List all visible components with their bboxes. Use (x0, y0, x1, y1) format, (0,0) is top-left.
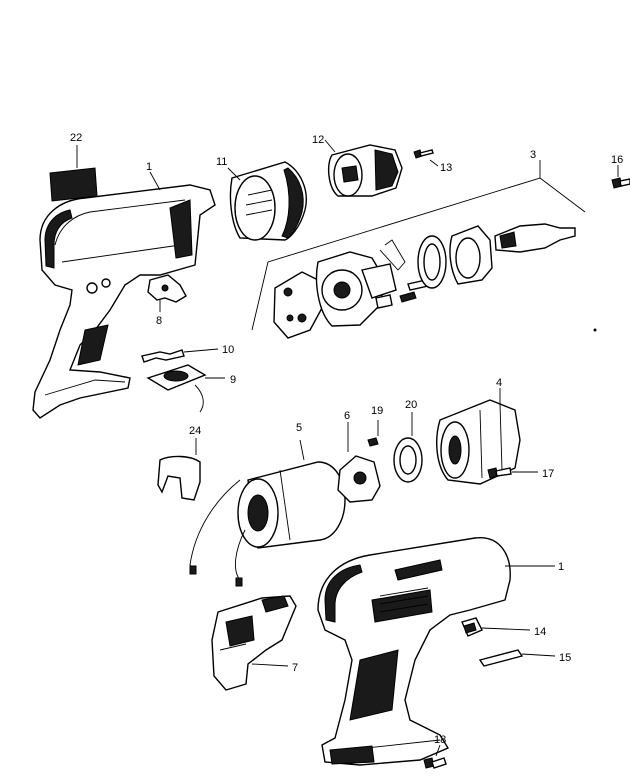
part-1-housing-half-right (317, 537, 555, 766)
callout-24: 24 (189, 425, 201, 437)
callout-1b: 1 (558, 561, 564, 573)
part-16-screw (611, 165, 630, 189)
part-22-label-sticker (49, 145, 98, 202)
part-15-bit-holder (478, 649, 556, 667)
callout-18: 18 (434, 734, 446, 746)
callout-22: 22 (70, 132, 82, 144)
part-13-screw (413, 149, 439, 167)
part-1-housing-half-left (32, 171, 216, 419)
callout-13: 13 (440, 162, 452, 174)
part-12-chuck (324, 139, 403, 197)
part-11-collar (227, 161, 307, 241)
part-14-clip (461, 617, 531, 637)
callout-9: 9 (230, 374, 236, 386)
callout-16: 16 (611, 154, 623, 166)
callout-14: 14 (534, 626, 546, 638)
callout-20: 20 (405, 399, 417, 411)
part-8-bracket (147, 274, 187, 312)
part-20-washer (393, 412, 423, 483)
callout-7: 7 (292, 662, 298, 674)
callout-1: 1 (146, 161, 152, 173)
part-18-screw (423, 744, 447, 769)
part-19-screw (367, 420, 379, 447)
callout-12: 12 (312, 134, 324, 146)
part-17-screw (487, 467, 538, 479)
callout-17: 17 (542, 468, 554, 480)
part-10-contact-strip (141, 348, 219, 363)
callout-19: 19 (371, 405, 383, 417)
callout-6: 6 (344, 410, 350, 422)
callout-4: 4 (496, 377, 502, 389)
part-9-switch-plate (146, 364, 225, 413)
callout-5: 5 (296, 422, 302, 434)
part-7-switch (211, 595, 297, 691)
part-3-gearbox-assembly (251, 160, 586, 339)
part-5-motor (189, 439, 346, 587)
part-4-clutch-housing (436, 388, 521, 485)
callout-10: 10 (222, 344, 234, 356)
callout-11: 11 (216, 156, 227, 168)
callout-3: 3 (530, 149, 536, 161)
stray-dot (593, 328, 597, 332)
part-6-end-plate (337, 422, 381, 503)
callout-8: 8 (156, 315, 162, 327)
part-24-guard (157, 438, 201, 501)
callout-15: 15 (559, 652, 571, 664)
